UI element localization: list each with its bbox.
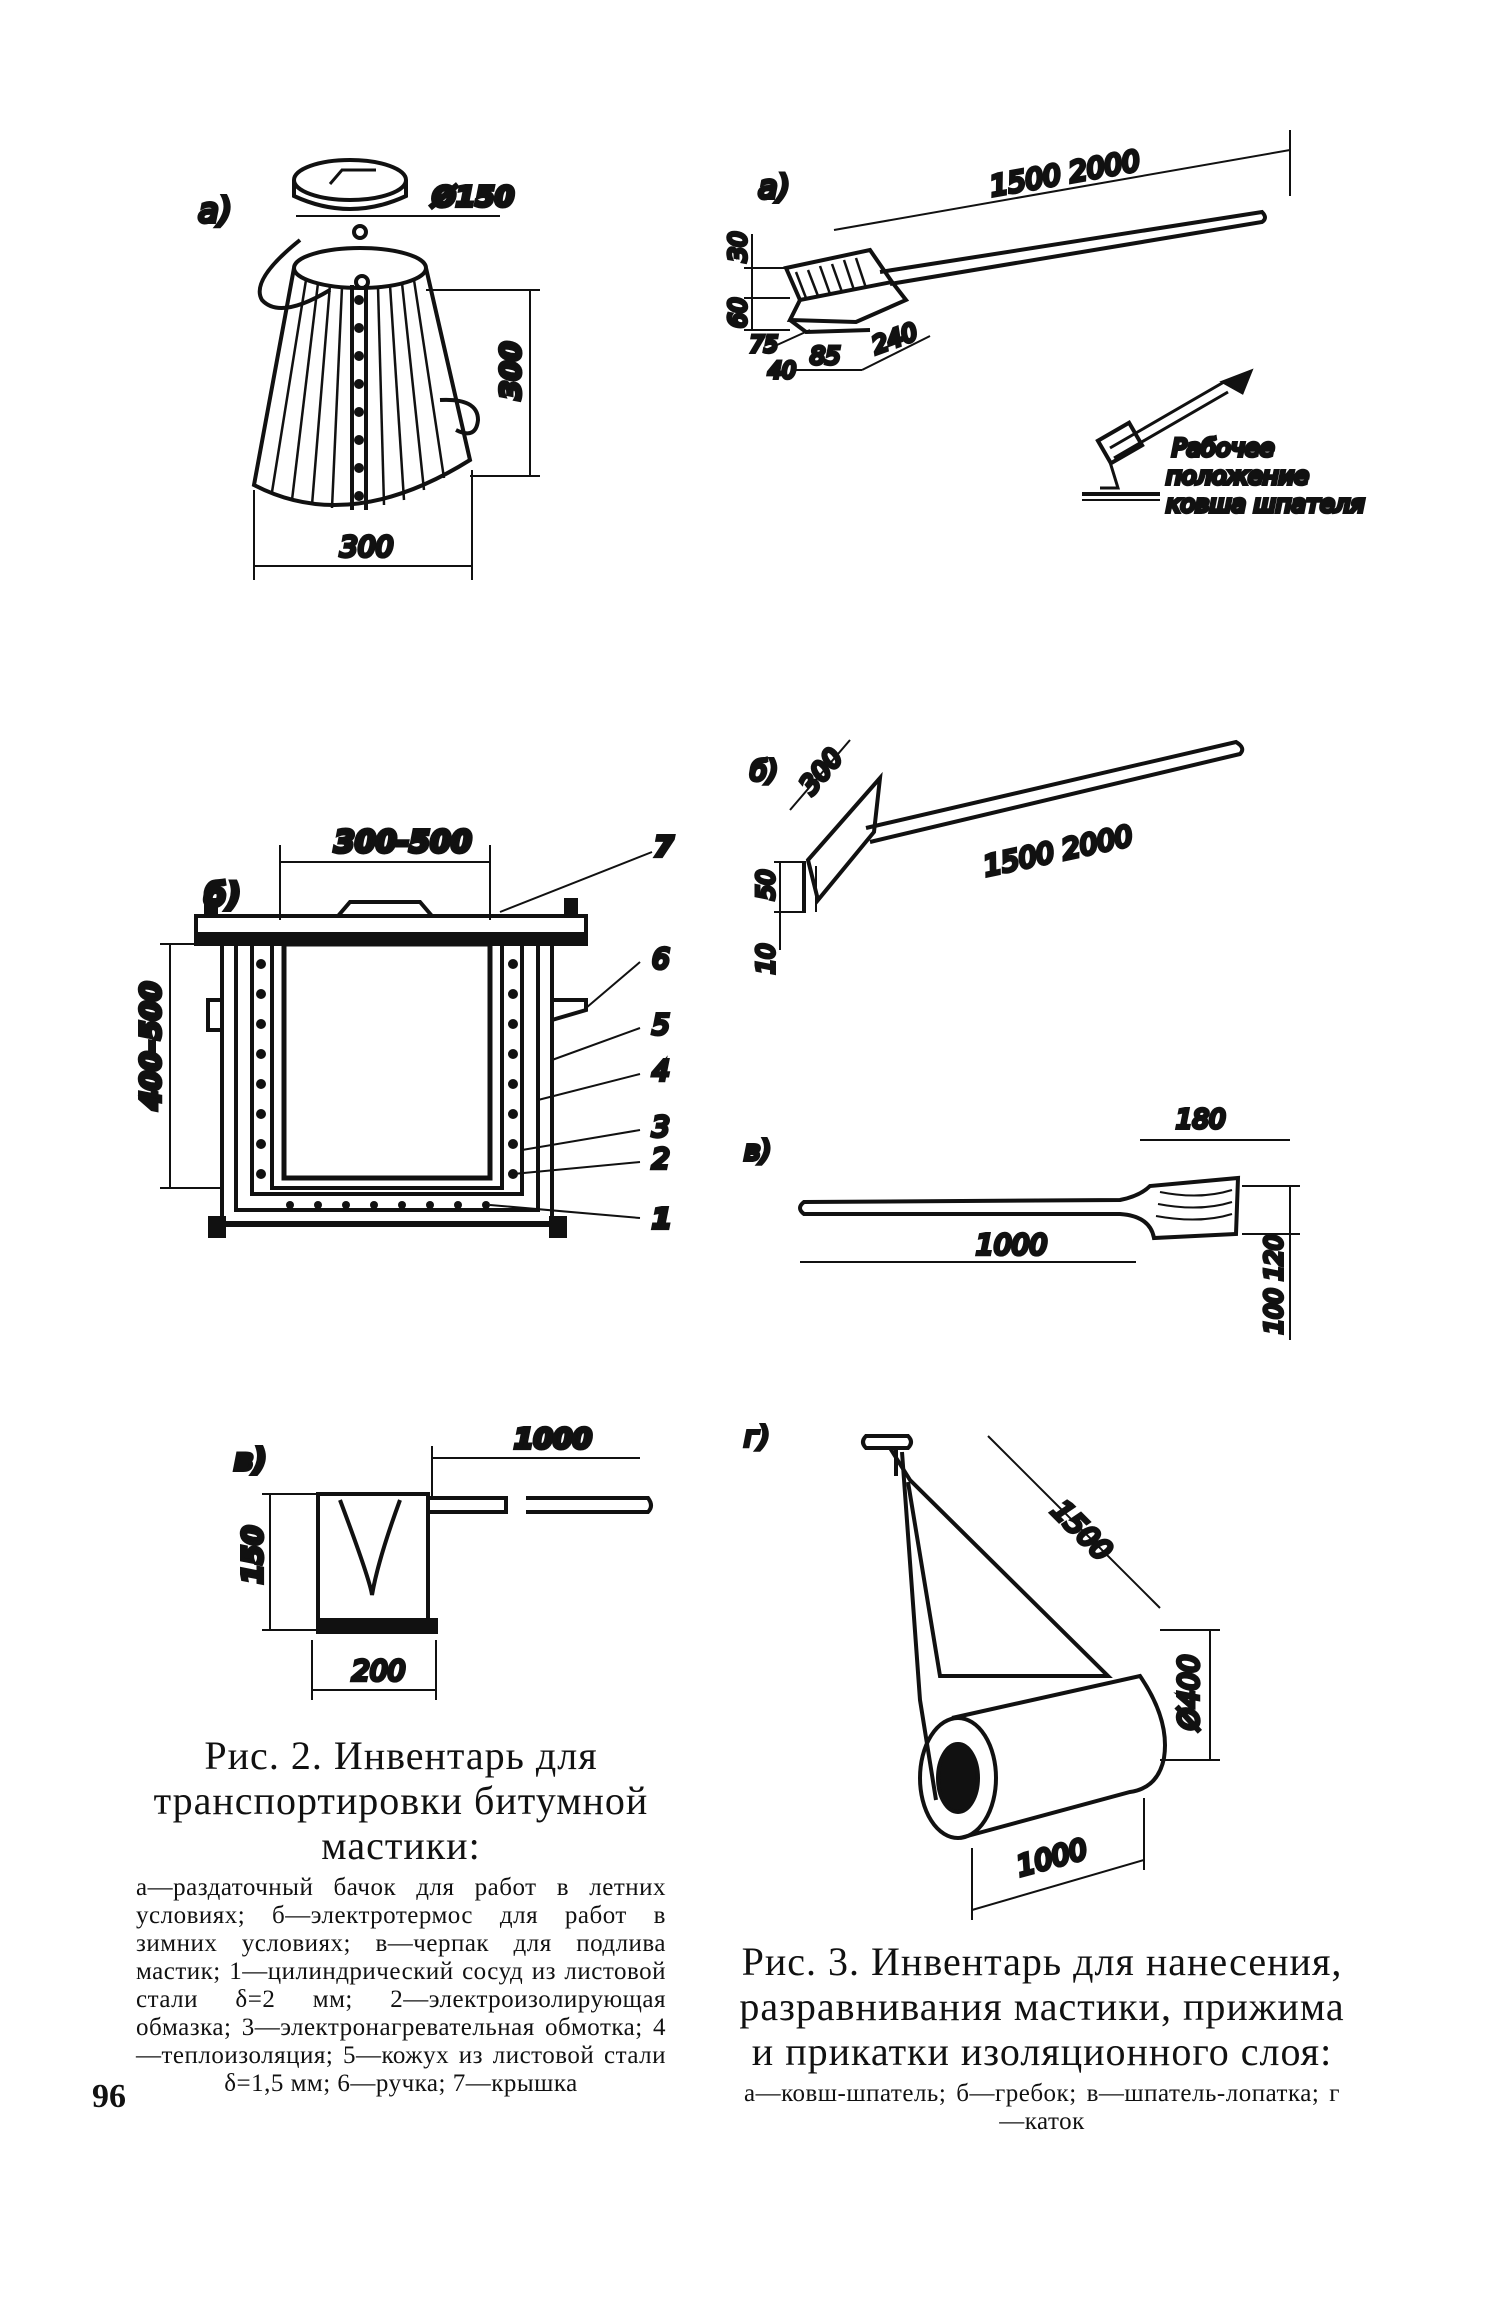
fig3b-letter: б) — [750, 754, 778, 787]
fig2b-drawing: б) 300-500 — [132, 823, 676, 1238]
fig2v-dim-height: 150 — [236, 1526, 269, 1584]
fig2b-callout-7: 7 — [654, 830, 674, 863]
fig2b-callout-2: 2 — [652, 1142, 670, 1175]
fig3b-dim-50: 50 — [752, 869, 780, 900]
fig3a-drawing: а) 1500 2000 30 60 75 40 85 240 — [722, 130, 1367, 520]
fig2b-callout-1: 1 — [652, 1202, 671, 1235]
fig3-caption: Рис. 3. Инвентарь для нанесения, разравн… — [724, 1939, 1360, 2136]
fig2v-dim-length: 1000 — [514, 1422, 592, 1455]
fig3-caption-legend: а—ковш-шпатель; б—гребок; в—шпатель-лопа… — [744, 2080, 1340, 2136]
fig2a-drawing: а) Ø150 — [196, 158, 540, 580]
fig3a-note-3: ковша шпателя — [1166, 490, 1365, 518]
fig3g-drawing: г) 1500 Ø400 1000 — [742, 1418, 1220, 1920]
fig3v-letter: в) — [744, 1134, 771, 1167]
fig3-caption-title: Рис. 3. Инвентарь для нанесения, разравн… — [739, 1939, 1345, 2074]
fig2a-dim-height: 300 — [494, 342, 527, 400]
fig2b-dim-height: 400-500 — [134, 981, 167, 1111]
fig2b-callout-4: 4 — [652, 1054, 670, 1087]
fig2-caption: Рис. 2. Инвентарь для транспортировки би… — [136, 1733, 666, 2098]
fig2b-callout-5: 5 — [652, 1008, 670, 1041]
fig3a-dim-240: 240 — [868, 318, 921, 360]
fig3g-dim-diam: Ø400 — [1172, 1655, 1205, 1731]
fig3a-dim-85: 85 — [810, 342, 841, 370]
fig3v-dim-180: 180 — [1176, 1105, 1226, 1135]
fig3v-drawing: в) 180 1000 100 120 — [742, 1103, 1300, 1340]
fig3g-letter: г) — [744, 1420, 770, 1453]
fig3b-dim-10: 10 — [752, 943, 780, 974]
fig2a-letter: а) — [198, 191, 232, 231]
fig3v-dim-width: 100 120 — [1260, 1235, 1288, 1334]
fig3a-letter: а) — [758, 168, 790, 206]
fig3b-drawing: б) 300 1500 2000 50 10 — [748, 739, 1245, 976]
fig3v-dim-length: 1000 — [976, 1228, 1047, 1261]
fig2b-callout-6: 6 — [652, 942, 670, 975]
fig3a-dim-length: 1500 2000 — [987, 144, 1142, 203]
fig2b-dim-width: 300-500 — [334, 825, 472, 860]
fig3a-dim-60: 60 — [724, 297, 752, 328]
fig2a-dim-diam: Ø150 — [430, 180, 514, 213]
fig2a-dim-width: 300 — [340, 530, 393, 563]
fig3a-note-2: положение — [1166, 462, 1309, 490]
fig2b-callout-3: 3 — [652, 1110, 670, 1143]
page-number: 96 — [92, 2078, 126, 2115]
fig2v-letter: в) — [234, 1443, 267, 1478]
fig3b-dim-length: 1500 2000 — [981, 819, 1136, 883]
fig2-caption-legend: а—раздаточный бачок для работ в летних у… — [136, 1874, 666, 2098]
fig2v-dim-width: 200 — [352, 1654, 405, 1687]
fig3a-dim-40: 40 — [768, 359, 796, 384]
fig2v-drawing: в) 1000 150 200 — [232, 1420, 653, 1700]
fig3a-dim-30: 30 — [724, 231, 752, 262]
fig3a-note-1: Рабочее — [1172, 434, 1274, 462]
fig3a-dim-75: 75 — [750, 333, 778, 358]
fig3g-dim-width: 1000 — [1013, 1832, 1090, 1882]
fig2-caption-title: Рис. 2. Инвентарь для транспортировки би… — [153, 1733, 649, 1868]
